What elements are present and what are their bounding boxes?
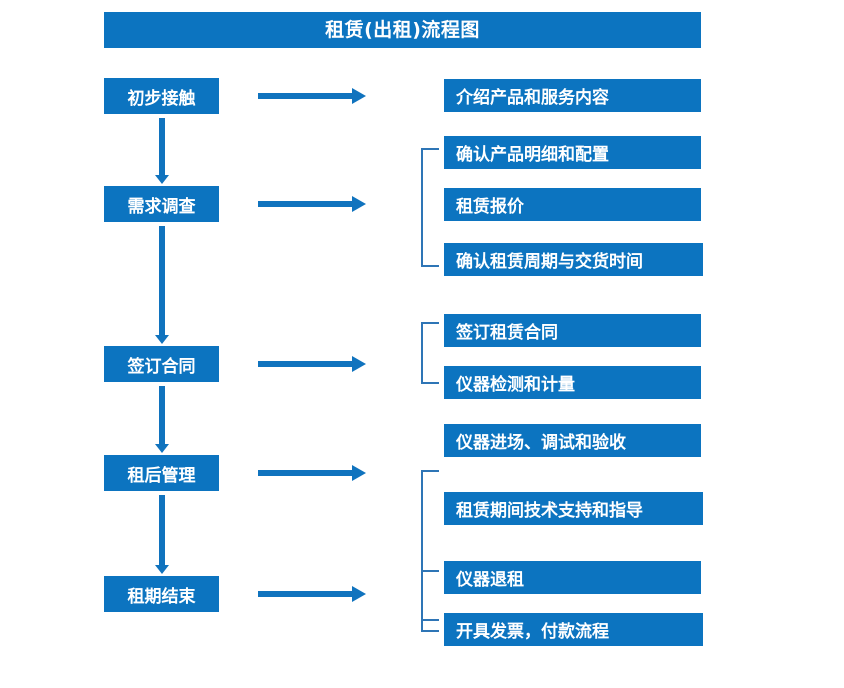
arrow-right-icon-2 bbox=[258, 196, 366, 212]
arrow-shaft bbox=[159, 386, 165, 444]
detail-box-8[interactable]: 租赁期间技术支持和指导 bbox=[444, 492, 703, 525]
arrow-head bbox=[155, 335, 169, 344]
stage-box-1[interactable]: 初步接触 bbox=[104, 78, 219, 114]
arrow-down-icon-2 bbox=[155, 226, 169, 344]
arrow-head bbox=[155, 444, 169, 453]
arrow-shaft bbox=[258, 591, 354, 597]
detail-box-4[interactable]: 确认租赁周期与交货时间 bbox=[444, 243, 703, 276]
detail-box-2[interactable]: 确认产品明细和配置 bbox=[444, 136, 701, 169]
arrow-right-icon-3 bbox=[258, 356, 366, 372]
stage-box-5[interactable]: 租期结束 bbox=[104, 576, 219, 612]
arrow-head bbox=[352, 356, 366, 372]
arrow-head bbox=[352, 586, 366, 602]
stage-box-2[interactable]: 需求调查 bbox=[104, 186, 219, 222]
arrow-head bbox=[352, 465, 366, 481]
arrow-down-icon-4 bbox=[155, 495, 169, 574]
stage-box-3[interactable]: 签订合同 bbox=[104, 346, 219, 382]
detail-box-7[interactable]: 仪器进场、调试和验收 bbox=[444, 424, 701, 457]
arrow-down-icon-1 bbox=[155, 118, 169, 184]
arrow-shaft bbox=[159, 495, 165, 565]
arrow-head bbox=[155, 175, 169, 184]
arrow-head bbox=[155, 565, 169, 574]
arrow-shaft bbox=[258, 201, 354, 207]
detail-box-9[interactable]: 仪器退租 bbox=[444, 561, 701, 594]
detail-box-5[interactable]: 签订租赁合同 bbox=[444, 314, 701, 347]
arrow-right-icon-1 bbox=[258, 88, 366, 104]
arrow-shaft bbox=[258, 361, 354, 367]
group-bracket-2 bbox=[421, 322, 439, 384]
page-title: 租赁(出租)流程图 bbox=[104, 12, 701, 48]
group-bracket-4 bbox=[421, 570, 439, 632]
arrow-shaft bbox=[159, 226, 165, 335]
detail-box-1[interactable]: 介绍产品和服务内容 bbox=[444, 79, 701, 112]
arrow-down-icon-3 bbox=[155, 386, 169, 453]
group-bracket-3 bbox=[421, 470, 439, 621]
arrow-head bbox=[352, 88, 366, 104]
arrow-right-icon-5 bbox=[258, 586, 366, 602]
arrow-shaft bbox=[159, 118, 165, 175]
arrow-shaft bbox=[258, 470, 354, 476]
detail-box-3[interactable]: 租赁报价 bbox=[444, 188, 701, 221]
detail-box-6[interactable]: 仪器检测和计量 bbox=[444, 366, 701, 399]
arrow-head bbox=[352, 196, 366, 212]
detail-box-10[interactable]: 开具发票，付款流程 bbox=[444, 613, 703, 646]
arrow-shaft bbox=[258, 93, 354, 99]
stage-box-4[interactable]: 租后管理 bbox=[104, 455, 219, 491]
group-bracket-1 bbox=[421, 148, 439, 267]
arrow-right-icon-4 bbox=[258, 465, 366, 481]
